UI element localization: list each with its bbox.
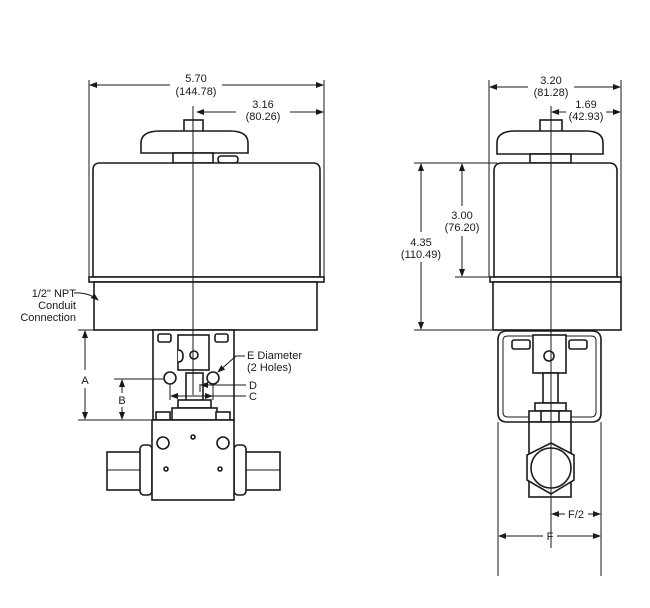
conduit-label-line2: Conduit [38,300,76,312]
dim-f-label: F [547,531,554,543]
side-actuator-base [492,281,622,331]
actuator-base [93,281,318,331]
dim-center-edge-inch: 3.16 [252,99,273,111]
dim-center-edge-mm: (80.26) [246,111,281,123]
dim-d-label: D [249,380,257,392]
side-view: 3.20 (81.28) 1.69 (42.93) 4.35 (110.49) … [401,75,622,576]
conduit-label-line1: 1/2" NPT [32,288,77,300]
side-dim-height-mm: (110.49) [401,249,441,261]
side-actuator-cover [493,162,618,278]
side-dim-height-inch: 4.35 [410,237,431,249]
conduit-label-line3: Connection [20,312,76,324]
dim-b-label: B [118,395,125,407]
side-dim-cover-inch: 3.00 [451,210,472,222]
mounting-hole-left [163,371,177,385]
dim-a-label: A [81,375,89,387]
hole-label-line1: E Diameter [247,350,302,362]
actuator-cover [92,162,321,278]
pipe-end-left [106,451,144,491]
dim-f-half-label: F/2 [568,509,584,521]
pipe-end-right [243,451,281,491]
hole-label-line2: (2 Holes) [247,362,292,374]
side-dim-center-mm: (42.93) [569,111,604,123]
side-manual-override-knob [496,130,604,155]
front-view: 5.70 (144.78) 3.16 (80.26) 1/2" NPT Cond… [20,73,325,501]
manual-override-knob [140,130,249,154]
side-dim-width-inch: 3.20 [540,75,561,87]
side-dim-center-inch: 1.69 [575,99,596,111]
side-dim-cover-mm: (76.20) [445,222,480,234]
dim-c-label: C [249,391,257,403]
mounting-hole-right [206,371,220,385]
dim-overall-width-mm: (144.78) [176,86,217,98]
side-dim-width-mm: (81.28) [534,87,569,99]
valve-body [151,419,235,501]
dim-overall-width-inch: 5.70 [185,73,206,85]
